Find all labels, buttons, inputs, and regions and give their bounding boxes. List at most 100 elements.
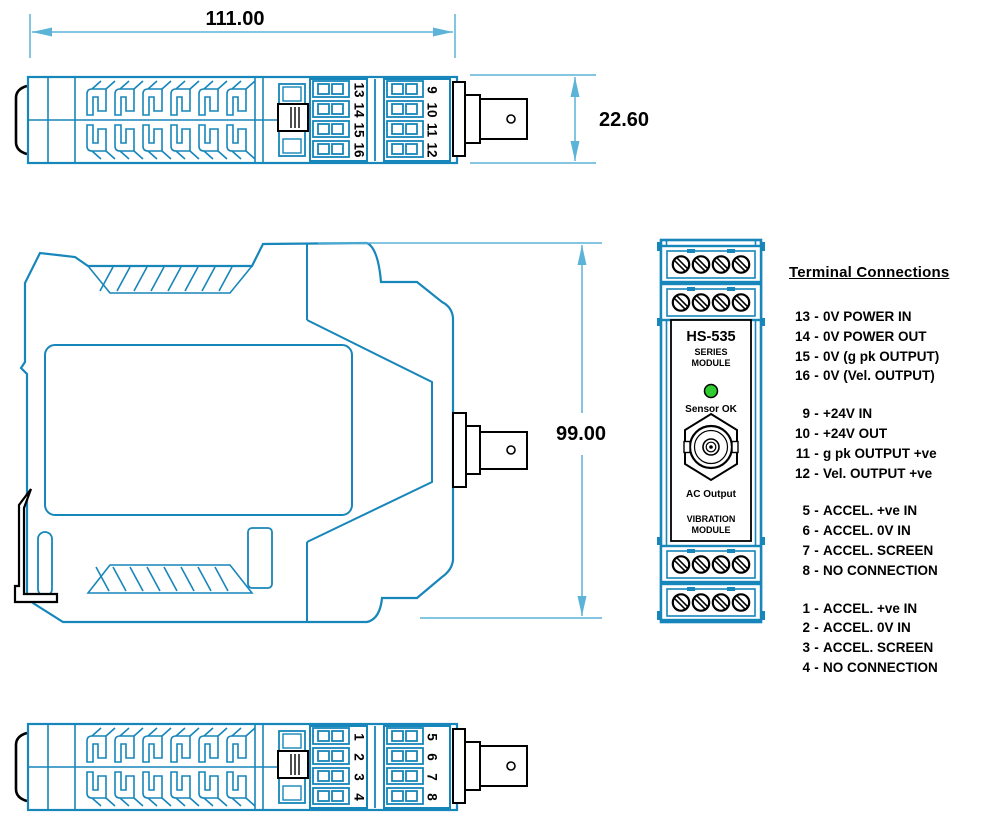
terminal-item-separator: - (814, 503, 819, 519)
terminal-number: 11 (425, 123, 440, 138)
led-label: Sensor OK (685, 404, 737, 415)
series-label-line2: MODULE (692, 358, 731, 368)
terminal-item-label: ACCEL. SCREEN (823, 640, 934, 656)
terminal-item-label: +24V IN (823, 406, 873, 422)
terminal-connection-item: 7-ACCEL. SCREEN (789, 541, 985, 561)
connector-label: AC Output (686, 489, 737, 500)
front-view: HS-535 SERIES MODULE Sensor OK AC Output… (657, 238, 765, 624)
terminal-item-label: ACCEL. +ve IN (823, 600, 918, 616)
terminal-connection-item: 8-NO CONNECTION (789, 561, 985, 581)
terminal-connection-item: 1-ACCEL. +ve IN (789, 599, 985, 619)
terminal-connection-item: 2-ACCEL. 0V IN (789, 618, 985, 638)
terminal-number: 8 (425, 793, 440, 801)
side-top-vent (87, 265, 253, 294)
front-terminal-band (661, 284, 761, 320)
terminal-item-separator: - (814, 620, 819, 636)
terminal-number: 16 (352, 142, 367, 158)
dimension-height-value: 22.60 (599, 109, 649, 131)
terminal-item-label: ACCEL. 0V IN (823, 620, 911, 636)
terminal-number: 7 (425, 773, 440, 781)
terminal-connection-item: 4-NO CONNECTION (789, 658, 985, 678)
terminal-connection-item: 15-0V (g pk OUTPUT) (789, 347, 985, 367)
bottom-view-terminal-numbers: 1 2 3 4 5 6 7 8 (352, 733, 440, 801)
terminal-item-number: 16 (794, 368, 810, 384)
terminal-connection-item: 9-+24V IN (789, 404, 985, 424)
terminal-item-separator: - (814, 425, 819, 441)
terminal-item-label: 0V (Vel. OUTPUT) (823, 368, 935, 384)
terminal-number: 13 (352, 82, 367, 98)
terminal-item-number: 11 (795, 445, 810, 461)
side-view (13, 241, 528, 624)
terminal-connection-item: 11-g pk OUTPUT +ve (789, 444, 985, 464)
terminal-item-label: NO CONNECTION (823, 562, 938, 578)
terminal-connection-item: 14-0V POWER OUT (789, 327, 985, 347)
terminal-connections-title: Terminal Connections (789, 264, 950, 281)
terminal-item-separator: - (814, 542, 819, 558)
terminal-number: 5 (425, 733, 440, 741)
terminal-number: 12 (425, 142, 440, 157)
terminal-item-separator: - (814, 600, 819, 616)
terminal-number: 6 (425, 753, 440, 761)
dimension-width-value: 111.00 (206, 8, 265, 30)
front-tabs (657, 242, 765, 620)
front-terminal-band (661, 584, 761, 620)
sensor-ok-led (703, 383, 719, 399)
terminal-connection-item: 10-+24V OUT (789, 424, 985, 444)
terminal-item-separator: - (814, 309, 819, 324)
terminal-connection-item: 3-ACCEL. SCREEN (789, 638, 985, 658)
front-terminal-band (661, 246, 761, 282)
terminal-connection-item: 12-Vel. OUTPUT +ve (789, 464, 985, 484)
terminal-item-separator: - (814, 640, 819, 656)
terminal-item-label: 0V POWER IN (823, 309, 912, 324)
terminal-item-number: 3 (802, 640, 810, 656)
terminal-item-number: 13 (794, 309, 810, 324)
terminal-number: 3 (352, 773, 367, 781)
terminal-item-number: 15 (794, 348, 810, 364)
terminal-group-power: 13-0V POWER IN 14-0V POWER OUT 15-0V (g … (789, 307, 985, 386)
terminal-connections-panel: Terminal Connections 13-0V POWER IN 14-0… (789, 264, 985, 696)
terminal-connection-item: 16-0V (Vel. OUTPUT) (789, 366, 985, 386)
terminal-item-label: 0V POWER OUT (823, 328, 927, 344)
terminal-group-24v: 9-+24V IN 10-+24V OUT 11-g pk OUTPUT +ve… (789, 404, 985, 483)
terminal-number: 15 (352, 122, 367, 138)
terminal-number: 2 (352, 753, 367, 761)
terminal-item-label: 0V (g pk OUTPUT) (823, 348, 940, 364)
side-bottom-vent (86, 564, 254, 594)
terminal-item-number: 12 (794, 465, 810, 481)
bnc-connector-front (683, 412, 739, 482)
terminal-item-label: ACCEL. 0V IN (823, 523, 911, 539)
side-small-window (247, 527, 273, 589)
terminal-connection-item: 13-0V POWER IN (789, 307, 985, 327)
terminal-item-number: 14 (794, 328, 810, 344)
type-label-line1: VIBRATION (687, 514, 736, 524)
terminal-item-separator: - (814, 406, 819, 422)
terminal-number: 10 (425, 102, 440, 117)
type-label-line2: MODULE (692, 525, 731, 535)
din-clip-side (13, 488, 59, 604)
dimension-height: 22.60 (470, 74, 649, 164)
terminal-group-accel-1: 1-ACCEL. +ve IN 2-ACCEL. 0V IN 3-ACCEL. … (789, 599, 985, 678)
terminal-item-number: 4 (802, 659, 810, 675)
terminal-item-separator: - (814, 368, 819, 384)
terminal-item-number: 6 (802, 523, 810, 539)
terminal-item-number: 2 (802, 620, 810, 636)
dimension-side-height: 99.00 (318, 242, 606, 619)
terminal-item-number: 5 (802, 503, 810, 519)
top-view: 13 14 15 16 9 10 11 12 (16, 77, 527, 163)
terminal-item-label: NO CONNECTION (823, 659, 938, 675)
terminal-item-number: 9 (802, 406, 810, 422)
terminal-item-label: Vel. OUTPUT +ve (823, 465, 933, 481)
terminal-item-separator: - (814, 659, 819, 675)
bnc-connector-side (452, 412, 528, 488)
series-label-line1: SERIES (694, 347, 727, 357)
terminal-item-label: ACCEL. +ve IN (823, 503, 918, 519)
dimension-side-height-value: 99.00 (556, 423, 606, 445)
terminal-item-label: ACCEL. SCREEN (823, 542, 934, 558)
side-slot (37, 531, 53, 597)
terminal-number: 4 (352, 793, 367, 801)
terminal-item-number: 10 (794, 425, 810, 441)
terminal-item-separator: - (814, 328, 819, 344)
front-terminal-band (661, 546, 761, 582)
side-front-face-edges (306, 243, 433, 622)
terminal-item-separator: - (814, 348, 819, 364)
